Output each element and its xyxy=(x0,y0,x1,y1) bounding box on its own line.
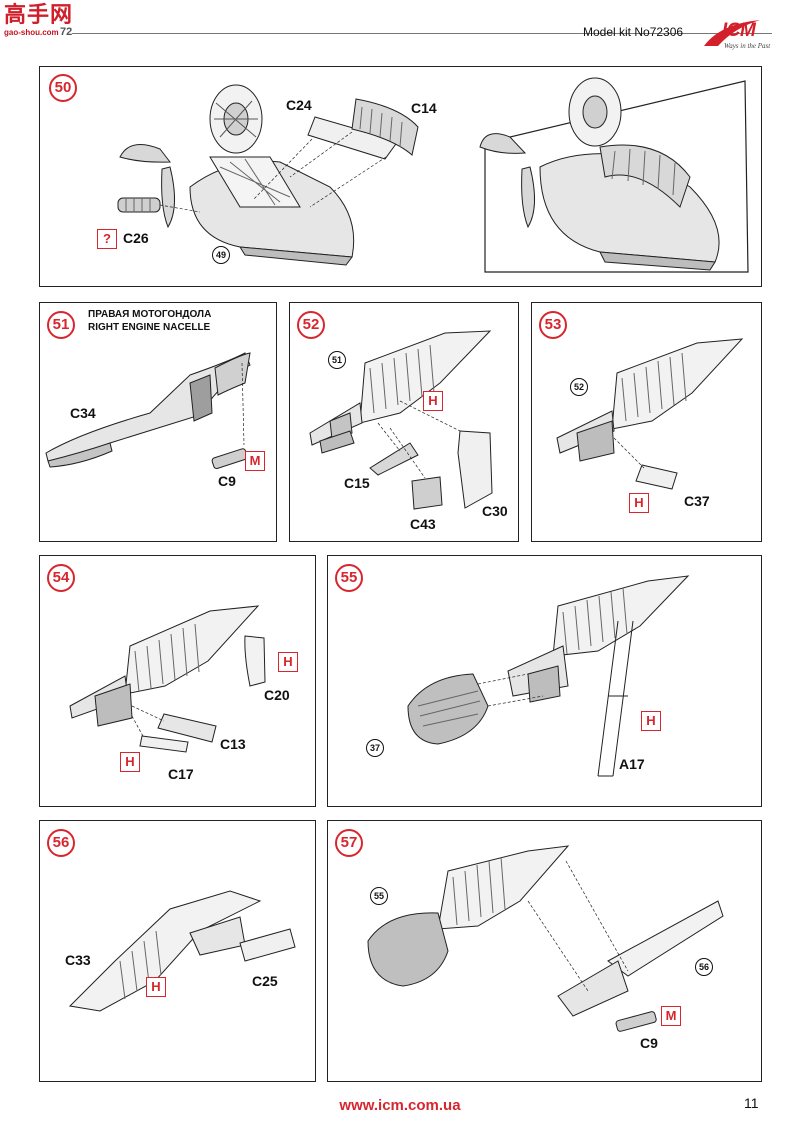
step-number-badge: 53 xyxy=(539,311,567,339)
site-logo-number: 72 xyxy=(60,26,73,38)
step-52-panel: 52 51 H C15 C43 C30 xyxy=(289,302,519,542)
step-50-drawing xyxy=(117,77,749,273)
step-title-en: RIGHT ENGINE NACELLE xyxy=(88,322,211,333)
part-label: C17 xyxy=(168,766,194,782)
reference-step-marker: 49 xyxy=(212,246,230,264)
part-label: C20 xyxy=(264,687,290,703)
step-number-badge: 51 xyxy=(47,311,75,339)
callout-paint-tag: H xyxy=(146,977,166,997)
callout-paint-tag: H xyxy=(629,493,649,513)
step-number-badge: 52 xyxy=(297,311,325,339)
part-label: C30 xyxy=(482,503,508,519)
step-57-drawing xyxy=(367,845,724,1032)
part-label: C13 xyxy=(220,736,246,752)
site-watermark-logo: 高手网 gao-shou.com 72 xyxy=(4,4,74,48)
step-51-drawing xyxy=(45,352,251,469)
step-56-panel: 56 C33 H C25 xyxy=(39,820,316,1082)
step-54-panel: 54 H C20 C13 H C17 xyxy=(39,555,316,807)
step-53-panel: 53 52 H C37 xyxy=(531,302,762,542)
part-label: C25 xyxy=(252,973,278,989)
part-label: A17 xyxy=(619,756,645,772)
part-label: C26 xyxy=(123,230,149,246)
part-label: C9 xyxy=(640,1035,658,1051)
reference-step-marker: 56 xyxy=(695,958,713,976)
site-logo-url: gao-shou.com xyxy=(4,28,59,37)
callout-paint-tag: H xyxy=(278,652,298,672)
brand-name: ICM xyxy=(722,20,756,41)
part-label: C15 xyxy=(344,475,370,491)
step-55-drawing xyxy=(407,575,690,777)
step-52-drawing xyxy=(309,330,493,510)
step-57-panel: 57 55 56 M C9 xyxy=(327,820,762,1082)
callout-paint-tag: H xyxy=(120,752,140,772)
callout-paint-tag: H xyxy=(423,391,443,411)
reference-step-marker: 51 xyxy=(328,351,346,369)
callout-paint-tag: H xyxy=(641,711,661,731)
step-number-badge: 55 xyxy=(335,564,363,592)
step-55-panel: 55 37 H A17 xyxy=(327,555,762,807)
step-51-panel: 51 ПРАВАЯ МОТОГОНДОЛА RIGHT ENGINE NACEL… xyxy=(39,302,277,542)
brand-swoosh-icon xyxy=(704,20,760,46)
step-50-panel: 50 C24 C14 ? C26 49 xyxy=(39,66,762,287)
reference-step-marker: 52 xyxy=(570,378,588,396)
site-logo-glyphs: 高手网 xyxy=(4,3,74,28)
step-53-drawing xyxy=(556,338,744,490)
part-label: C14 xyxy=(411,100,437,116)
step-number-badge: 54 xyxy=(47,564,75,592)
callout-question-tag: ? xyxy=(97,229,117,249)
model-kit-number: Model kit No72306 xyxy=(583,25,684,39)
footer-website-link[interactable]: www.icm.com.ua xyxy=(339,1097,461,1114)
step-title: ПРАВАЯ МОТОГОНДОЛА RIGHT ENGINE NACELLE xyxy=(88,308,211,334)
part-label: C9 xyxy=(218,473,236,489)
reference-step-marker: 55 xyxy=(370,887,388,905)
icm-brand-logo: ICM Ways in the Past xyxy=(700,16,790,58)
step-number-badge: 56 xyxy=(47,829,75,857)
callout-material-tag: M xyxy=(245,451,265,471)
reference-step-marker: 37 xyxy=(366,739,384,757)
page-number: 11 xyxy=(744,1095,759,1111)
header-rule xyxy=(72,33,772,34)
step-title-ru: ПРАВАЯ МОТОГОНДОЛА xyxy=(88,309,212,320)
part-label: C24 xyxy=(286,97,312,113)
part-label: C37 xyxy=(684,493,710,509)
step-number-badge: 50 xyxy=(49,74,77,102)
part-label: C33 xyxy=(65,952,91,968)
step-56-drawing xyxy=(68,890,296,1012)
brand-tagline: Ways in the Past xyxy=(724,42,771,50)
callout-material-tag: M xyxy=(661,1006,681,1026)
part-label: C34 xyxy=(70,405,96,421)
step-number-badge: 57 xyxy=(335,829,363,857)
part-label: C43 xyxy=(410,516,436,532)
step-54-drawing xyxy=(69,605,266,753)
